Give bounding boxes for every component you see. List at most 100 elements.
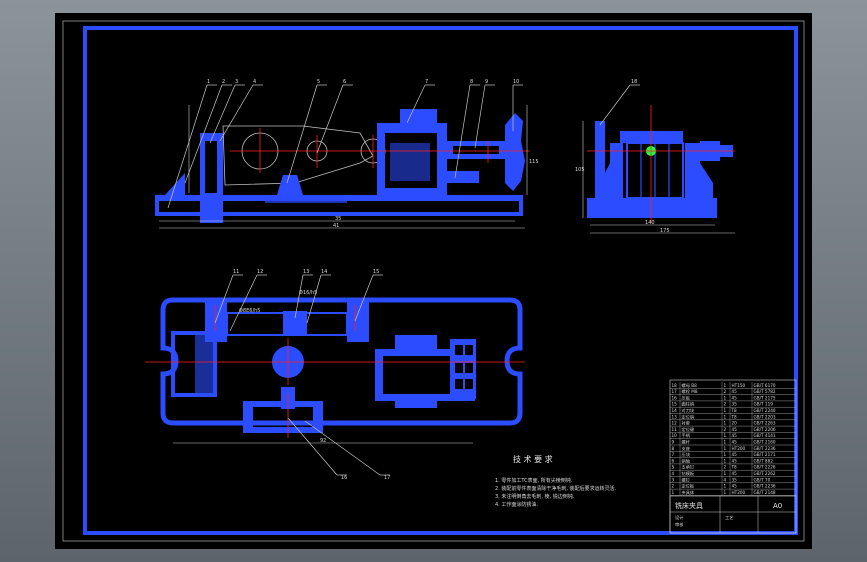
bom-cell-std: GB/T 882: [754, 458, 774, 463]
bom-cell-qty: 1: [724, 408, 727, 413]
bom-cell-mat: 45: [732, 427, 738, 432]
front-handle: [505, 113, 525, 191]
bom-cell-name: 压块: [682, 451, 691, 458]
bom-cell-no: 5: [672, 465, 675, 470]
bom-cell-std: GB/T 2236: [754, 484, 776, 489]
bom-cell-std: GB/T 2263: [754, 421, 776, 426]
bom-cell-std: GB/T 2203: [754, 414, 776, 419]
bom-cell-std: GB/T 2262: [754, 471, 776, 476]
side-view: 105 140 175 18: [575, 79, 735, 234]
bom-cell-std: GB/T 2206: [754, 427, 776, 432]
bom-cell-name: 定位板: [682, 483, 695, 490]
bom-cell-qty: 1: [724, 490, 727, 495]
notes-title: 技 术 要 求: [513, 454, 553, 464]
note-1: 1. 零件加工TC表面, 所有尖棱倒钝.: [495, 477, 573, 484]
part-16: 16: [341, 475, 347, 481]
bom-cell-qty: 1: [724, 484, 727, 489]
bom-cell-qty: 1: [724, 414, 727, 419]
front-locating-slot: [205, 141, 217, 193]
bom-cell-mat: 45: [732, 458, 738, 463]
drawing-title: 铣床夹具: [675, 501, 703, 510]
bom-cell-qty: 4: [724, 477, 727, 482]
bom-cell-no: 14: [672, 408, 678, 413]
bom-cell-mat: 45: [732, 484, 738, 489]
bom-cell-mat: 20: [732, 421, 738, 426]
part-11: 11: [233, 269, 239, 275]
part-13: 13: [303, 269, 309, 275]
bom-cell-mat: 45: [732, 433, 738, 438]
front-dim-41: 41: [333, 223, 339, 229]
footer-review: 审核: [675, 521, 684, 528]
bom-cell-std: GB/T 2148: [754, 490, 776, 495]
bom-cell-no: 18: [672, 383, 678, 388]
front-dim-35: 35: [335, 216, 341, 222]
bom-cell-no: 4: [672, 471, 675, 476]
bom-cell-no: 17: [672, 389, 678, 394]
bom-cell-name: 夹具体: [682, 489, 695, 496]
front-workpiece: [222, 125, 374, 186]
bom-cell-no: 2: [672, 484, 675, 489]
bom-cell-no: 10: [672, 433, 678, 438]
part-5: 5: [317, 79, 320, 85]
side-dim-105: 105: [575, 167, 585, 173]
part-3: 3: [235, 79, 238, 85]
part-18: 18: [631, 79, 637, 85]
bom-cell-name: 定位键: [682, 426, 695, 433]
part-7: 7: [425, 79, 428, 85]
bom-cell-name: 钻模板: [682, 470, 695, 477]
bom-cell-mat: HT150: [732, 383, 746, 388]
top-block-right: [347, 302, 369, 342]
bom-cell-mat: T8: [731, 465, 738, 470]
bom-cell-no: 11: [672, 427, 678, 432]
front-support-pin: [277, 175, 303, 195]
bom-cell-no: 7: [672, 452, 675, 457]
cad-drawing-sheet: 35 41 115 1 2 3 4 5 6 7 8 9 10: [55, 13, 812, 549]
bom-cell-qty: 1: [724, 440, 727, 445]
bom-cell-std: GB/T 6170: [754, 383, 776, 388]
part-15: 15: [373, 269, 379, 275]
bom-cell-mat: 45: [732, 471, 738, 476]
bom-cell-no: 13: [672, 414, 678, 419]
top-bottom-clamp: [243, 401, 323, 433]
front-bracket-rib: [165, 173, 185, 195]
bom-cell-qty: 1: [724, 383, 727, 388]
bom-cell-std: GB/T 2175: [754, 395, 776, 400]
front-clamp-body: [377, 109, 447, 196]
footer-design: 设计: [675, 514, 683, 521]
note-4: 4. 工作面涂防锈油.: [495, 501, 538, 508]
bom-cell-name: 衬套: [682, 420, 691, 427]
bom-cell-std: GB/T 119: [754, 402, 774, 407]
top-base-outline: [160, 297, 523, 426]
bom-cell-no: 12: [672, 421, 678, 426]
bom-cell-std: GB/T 2226: [754, 465, 776, 470]
side-dim-175: 175: [660, 228, 670, 234]
bom-cell-std: GB/T 2160: [754, 440, 776, 445]
bom-cell-mat: 45: [732, 440, 738, 445]
top-left-hatch: [195, 335, 213, 393]
bom-cell-name: 压板: [682, 394, 691, 401]
bom-cell-qty: 2: [724, 389, 727, 394]
note-2: 2. 装配前零件表面清除干净毛刺, 装配后要求运转灵活.: [495, 485, 617, 492]
bom-cell-name: 圆柱销: [682, 401, 695, 408]
fit-2: Φ16/h5: [299, 290, 317, 296]
front-dim-115: 115: [529, 159, 539, 165]
part-4: 4: [253, 79, 256, 85]
bom-cell-name: 支承钉: [682, 464, 695, 471]
bom-cell-std: GB/T 2240: [754, 408, 776, 413]
bom-cell-mat: 45: [732, 452, 738, 457]
bom-cell-std: GB/T 5782: [754, 389, 776, 394]
bom-cell-std: GB/T 70: [754, 477, 771, 482]
bom-cell-name: 销轴: [682, 457, 690, 464]
part-6: 6: [343, 79, 346, 85]
part-8: 8: [470, 79, 473, 85]
side-ribs: [600, 163, 713, 198]
bom-cell-no: 16: [672, 395, 678, 400]
bom-cell-name: 螺母 B8: [682, 382, 698, 389]
part-2: 2: [222, 79, 225, 85]
bom-cell-mat: 45: [732, 395, 738, 400]
bom-cell-mat: 35: [732, 477, 738, 482]
bom-cell-qty: 1: [724, 446, 727, 451]
bom-cell-qty: 2: [724, 402, 727, 407]
front-base: [155, 195, 523, 216]
